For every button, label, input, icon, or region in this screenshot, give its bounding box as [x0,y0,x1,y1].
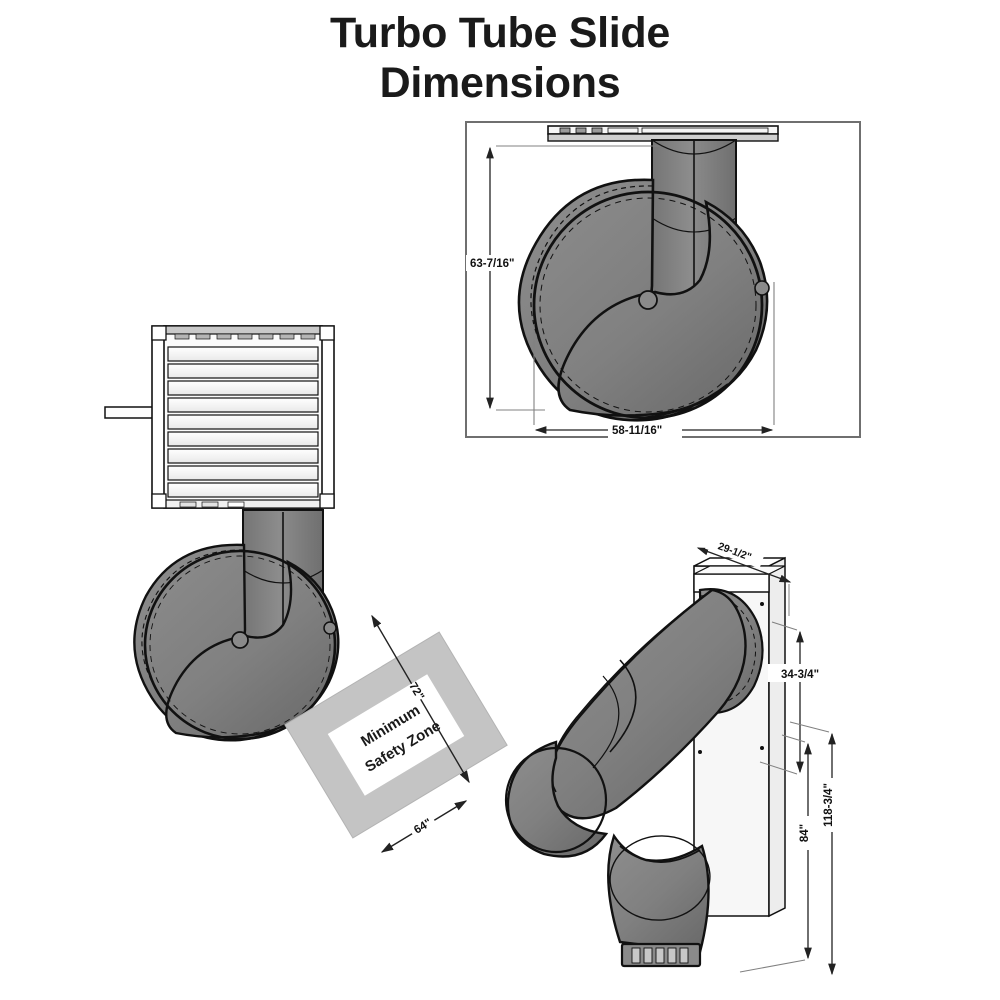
dimension-label-deck-height: 84" [799,824,811,842]
deck-plan-frame [151,325,335,509]
dimension-label-exit-height: 34-3/4" [781,669,819,681]
spiral-bowl-front-lobe [557,199,769,417]
slide-exit-chute [607,833,711,968]
page-title: Turbo Tube Slide Dimensions [0,8,1000,108]
deck-slats [167,346,319,498]
dimension-deck-depth-29: 29-1/2" [696,533,792,616]
spiral-bowl-exit-lip [638,280,770,419]
left-view-group [104,325,340,742]
bottom-right-view-group: 29-1/2" 34-3/4" 84" [504,533,841,976]
top-right-view-group: 63-7/16" 58-11/16" [465,121,861,438]
dimension-overall-length-118: 118-3/4" [789,721,841,976]
dimension-label-width: 58-11/16" [612,425,662,437]
dimension-exit-height-34: 34-3/4" [759,621,832,775]
deck-edge-top-right [547,125,779,142]
dimension-height-63: 63-7/16" [466,145,660,411]
page-title-line-2: Dimensions [379,59,621,107]
left-spiral-outer-rim [143,549,337,741]
slide-bottom-curve [504,740,609,858]
page-title-line-1: Turbo Tube Slide [330,9,670,57]
dimension-safety-length-72: 72" [371,614,470,784]
dimension-width-58: 58-11/16" [533,282,775,438]
dimension-deck-height-84: 84" [739,734,817,973]
dimension-label-height: 63-7/16" [470,258,514,270]
dimension-label-overall-length: 118-3/4" [823,783,835,827]
